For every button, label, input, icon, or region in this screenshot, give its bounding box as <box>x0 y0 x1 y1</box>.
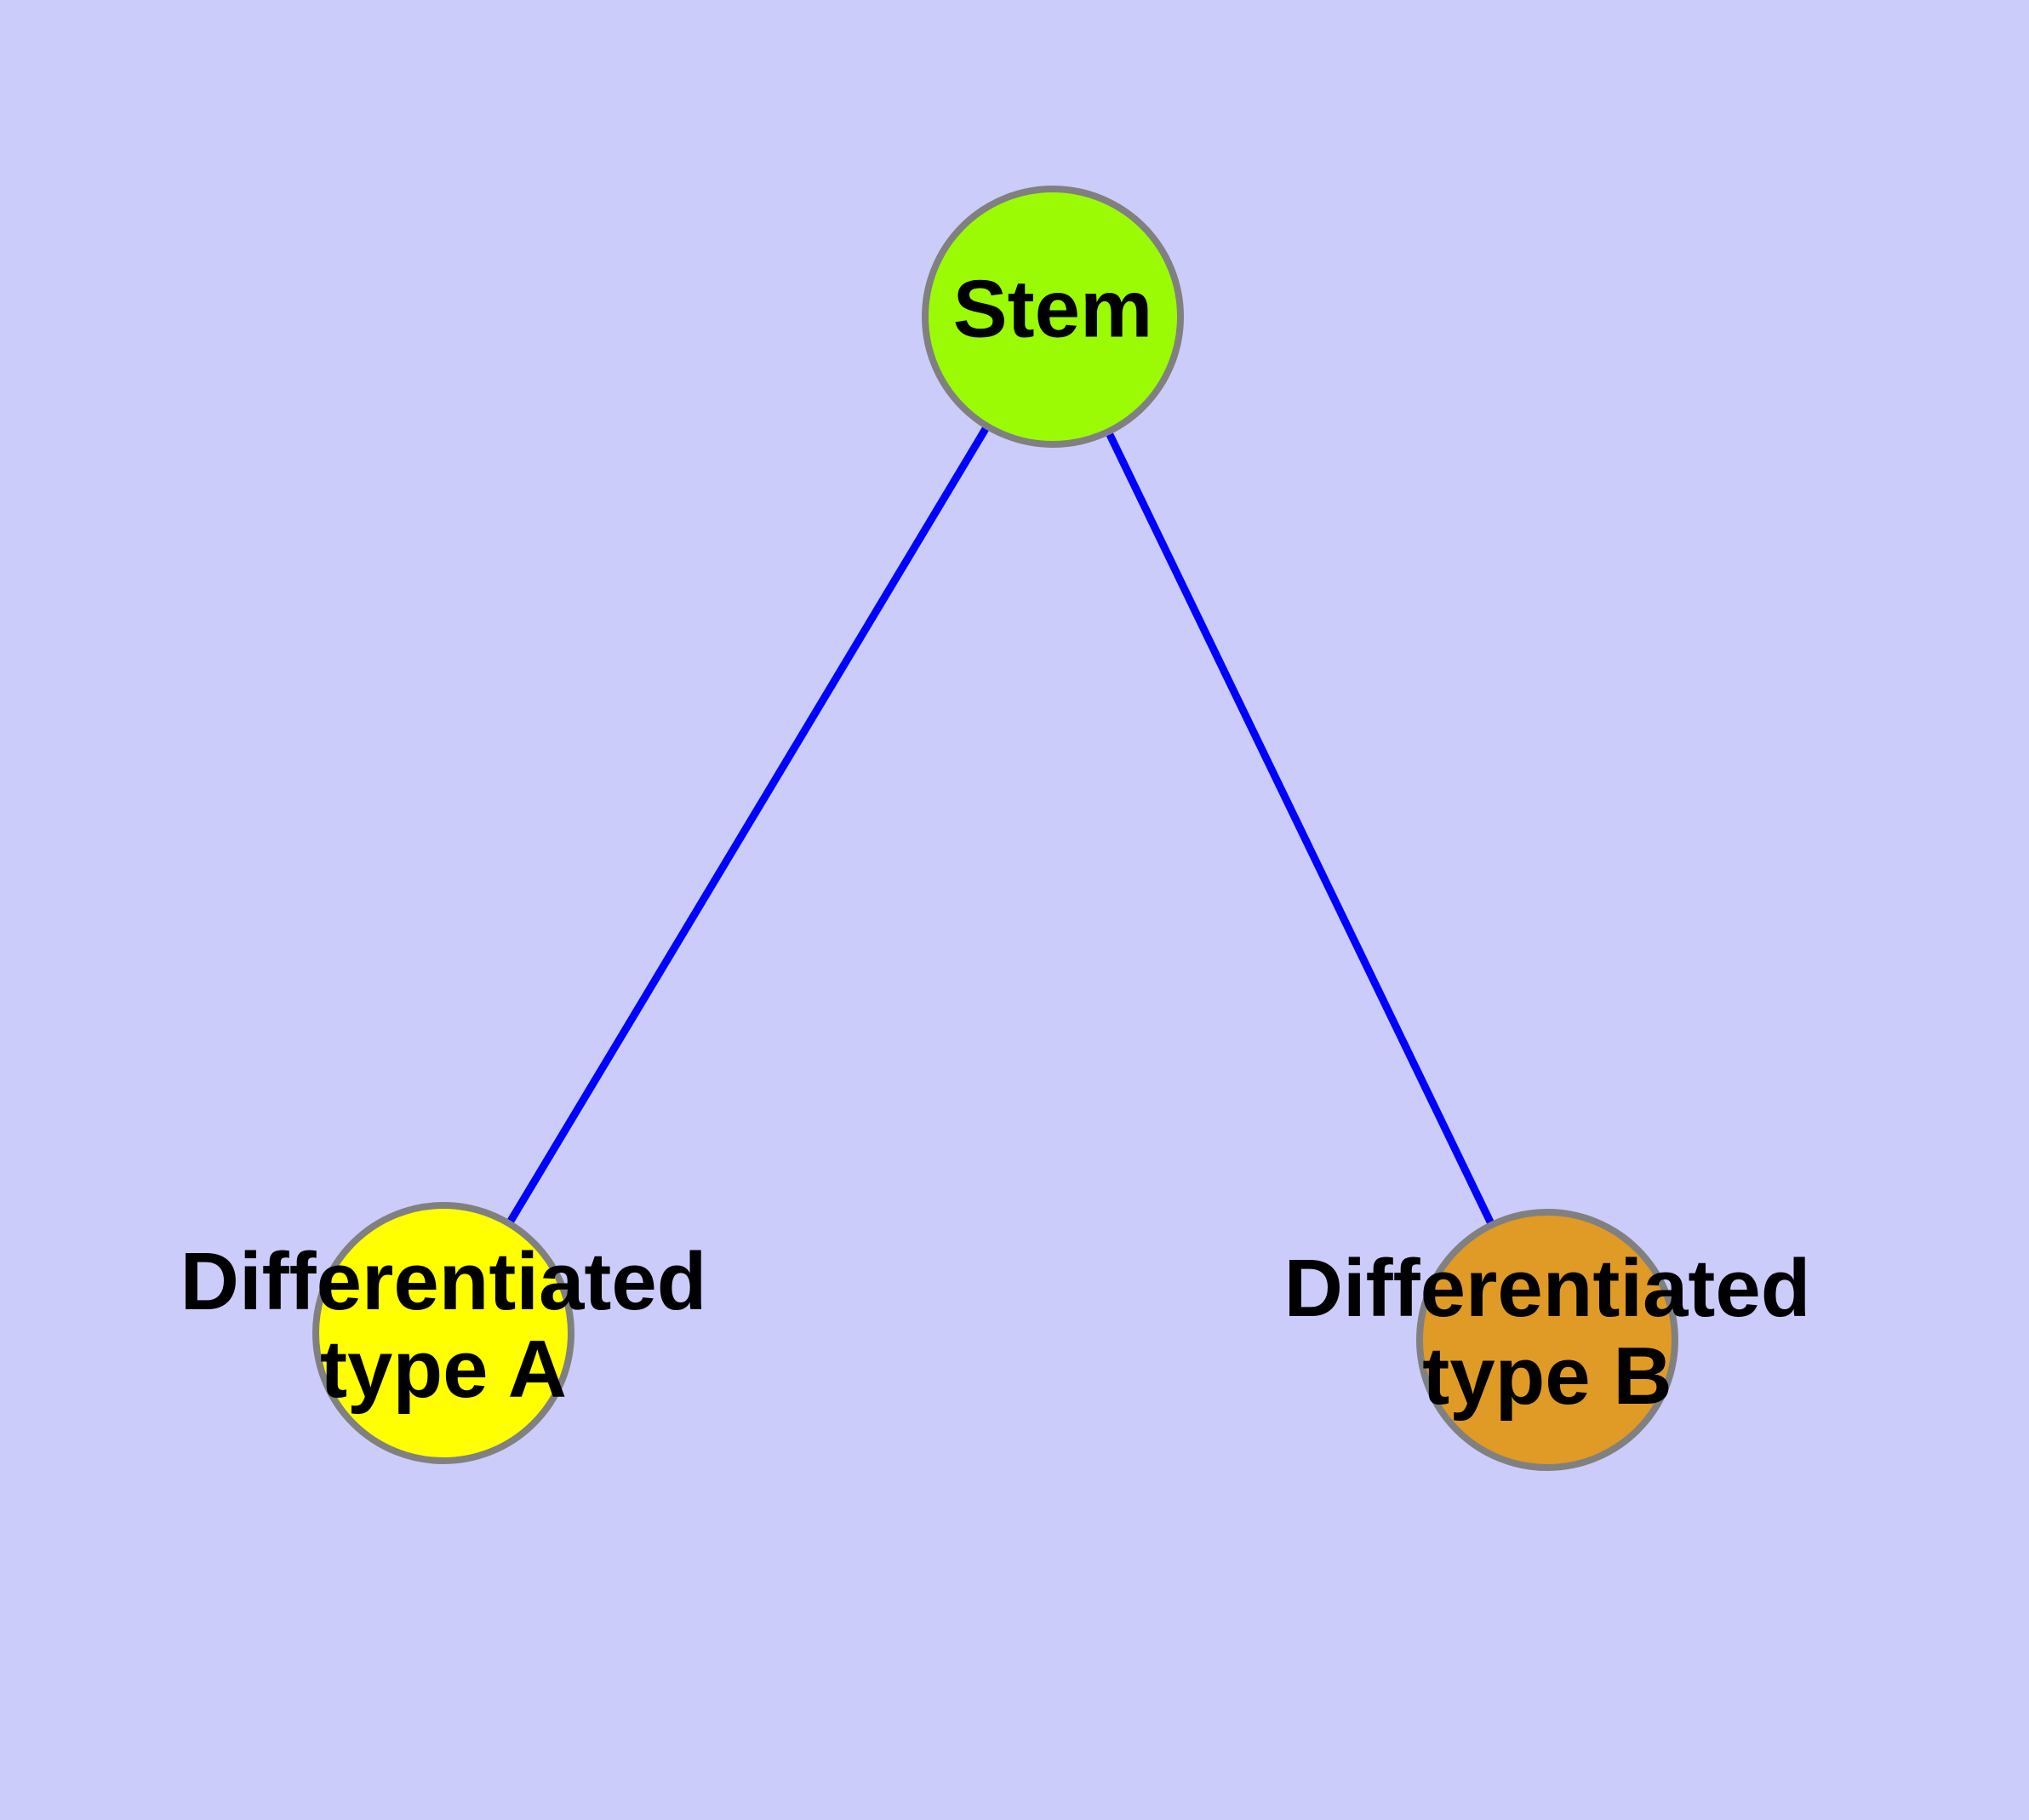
graph-node-diff_a[interactable] <box>312 1202 574 1464</box>
graph-node-stem[interactable] <box>922 186 1184 448</box>
graph-node-label-stem: Stem <box>953 264 1153 355</box>
graph-edge[interactable] <box>505 422 992 1228</box>
label-line: type A <box>320 1324 567 1415</box>
label-line: Stem <box>953 264 1153 355</box>
label-line: type B <box>1422 1331 1672 1422</box>
node-layer <box>312 186 1678 1471</box>
label-line: Differentiated <box>1284 1243 1811 1334</box>
graph-edge[interactable] <box>1104 428 1496 1228</box>
edge-layer <box>505 422 1496 1228</box>
label-line: Differentiated <box>180 1236 707 1327</box>
graph-node-diff_b[interactable] <box>1416 1209 1678 1471</box>
